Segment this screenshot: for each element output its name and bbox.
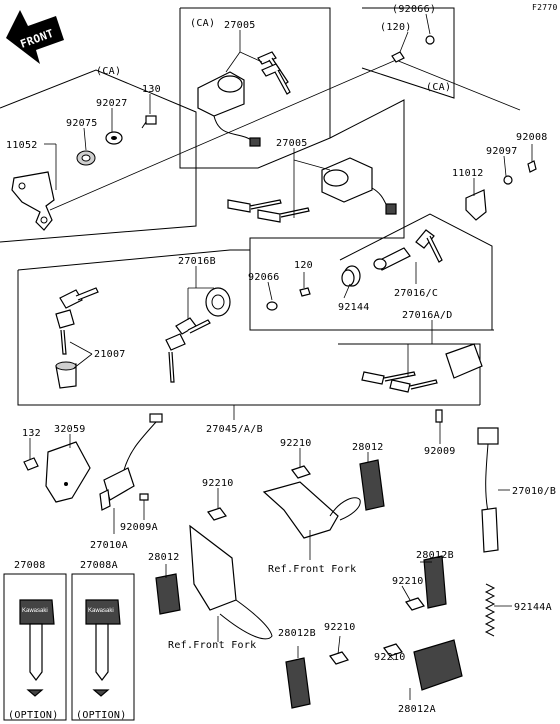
label-27005-mid: 27005 [276,138,308,149]
connector-27010b [477,427,499,553]
label-92144a: 92144A [514,602,552,613]
bolt-120-top [391,51,405,63]
screw-92008 [527,160,537,173]
label-21007: 21007 [94,349,126,360]
pad-28012-left [155,573,181,615]
label-92075: 92075 [66,118,98,129]
bracket-center-left [189,524,273,640]
bolt-120-mid [299,287,311,297]
lock-27016ad [445,343,483,379]
label-28012b-a: 28012B [416,550,454,561]
pad-28012b-top [423,555,447,609]
svg-text:Kawasaki: Kawasaki [88,608,114,614]
bracket-center-right [262,481,361,539]
key-pair-icon [361,371,438,393]
washer-92097 [503,175,513,185]
label-27008: 27008 [14,560,46,571]
lock-27016b [205,287,231,317]
front-arrow-icon: FRONT [6,10,64,64]
label-ref-front-fork-2: Ref.Front Fork [168,640,257,651]
label-132: 132 [22,428,41,439]
label-option-1: (OPTION) [8,710,59,721]
key-27008: Kawasaki [3,573,67,721]
label-92066-mid: 92066 [248,272,280,283]
leader-lines [29,13,533,700]
label-92210-d: 92210 [324,622,356,633]
bracket-11052 [11,171,55,231]
label-92027: 92027 [96,98,128,109]
label-ref-front-fork-1: Ref.Front Fork [268,564,357,575]
label-11012: 11012 [452,168,484,179]
label-27045: 27045/A/B [206,424,263,435]
pad-28012b-bottom [285,657,311,709]
grommet-92075 [76,150,96,166]
lock-27016c [373,247,411,271]
key-pair-icon [165,317,211,383]
cap-92066-mid [266,301,278,311]
nut-92210 [207,507,227,521]
label-92210-e: 92210 [374,652,406,663]
nut-92210 [405,597,425,611]
switch-27010a [99,413,163,511]
ignition-switch-27005-top [197,71,261,147]
label-27008a: 27008A [80,560,118,571]
label-92008: 92008 [516,132,548,143]
nut-92210 [383,643,403,657]
label-28012-b: 28012 [148,552,180,563]
pad-28012-right [359,459,385,511]
label-92210-b: 92210 [202,478,234,489]
leader-line [395,59,521,111]
label-92210-a: 92210 [280,438,312,449]
label-11052: 11052 [6,140,38,151]
key-pair-icon [55,287,99,355]
screw-92009 [435,409,443,423]
spring-92144 [341,265,361,287]
label-ca-left: (CA) [96,66,121,77]
label-32059: 32059 [54,424,86,435]
bracket-11012 [465,189,487,221]
leader-line [49,59,397,211]
label-28012-a: 28012 [352,442,384,453]
label-27016ad: 27016A/D [402,310,453,321]
label-120-mid: 120 [294,260,313,271]
ignition-switch-27005-mid [321,157,397,215]
screw-92009a [139,493,149,501]
label-92144: 92144 [338,302,370,313]
key-pair-icon [257,51,291,95]
label-28012a: 28012A [398,704,436,715]
label-option-2: (OPTION) [76,710,127,721]
bolt-130 [141,115,157,129]
label-92066-top: (92066) [392,4,436,15]
spring-92144a [484,583,496,637]
label-27010b: 27010/B [512,486,556,497]
label-92210-c: 92210 [392,576,424,587]
label-ca-right: (CA) [426,82,451,93]
key-pair-icon [227,199,310,223]
cap-21007 [55,361,77,389]
svg-text:Kawasaki: Kawasaki [22,608,48,614]
key-pair-icon [415,229,443,263]
label-ca-top: (CA) [190,18,215,29]
label-120-top: (120) [380,22,412,33]
label-92009: 92009 [424,446,456,457]
bolt-132 [23,457,39,471]
label-92097: 92097 [486,146,518,157]
label-27016b: 27016B [178,256,216,267]
collar-92027 [105,131,123,145]
label-27005-top: 27005 [224,20,256,31]
bracket-32059 [45,441,91,503]
figure-code: F2770 [532,3,558,12]
label-27016c: 27016/C [394,288,438,299]
label-27010a: 27010A [90,540,128,551]
cap-92066-top [425,35,435,45]
label-92009a: 92009A [120,522,158,533]
nut-92210 [291,465,311,479]
nut-92210 [329,651,349,665]
label-130: 130 [142,84,161,95]
key-27008a: Kawasaki [71,573,135,721]
label-28012b-b: 28012B [278,628,316,639]
pad-28012a [413,639,463,691]
